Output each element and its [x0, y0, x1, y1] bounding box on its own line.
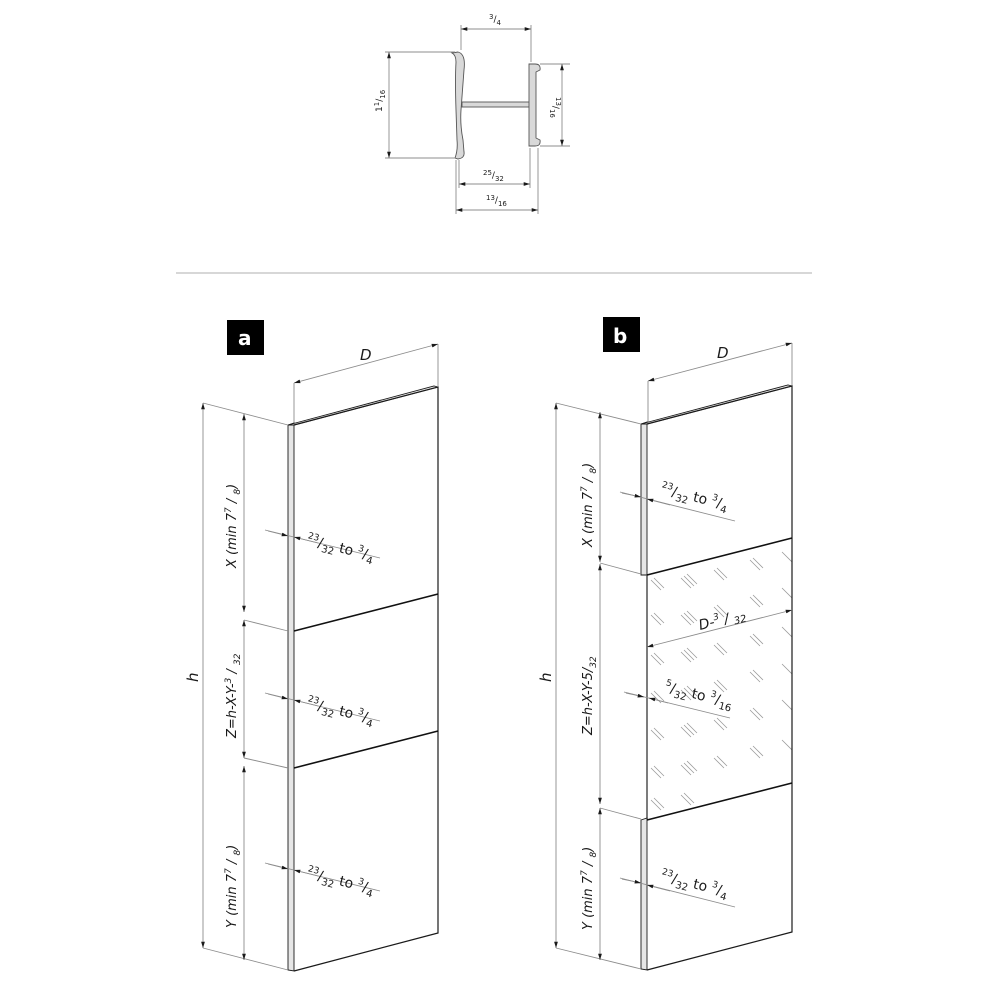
leader-arrow [621, 492, 642, 498]
leader-arrow [293, 699, 319, 707]
dim-right-height-label: 13/16 [548, 97, 562, 118]
badge-b-label: b [613, 324, 627, 348]
hatch-row [650, 626, 792, 666]
badge-a [227, 320, 264, 355]
hatch-row [650, 699, 792, 741]
thickness-z-label: 23/32 to 3/4 [304, 694, 376, 730]
thickness-callout-z: 23/32 to 3/4 [264, 692, 381, 730]
section-z-label: Z=h-X-Y-3 / 32 [224, 653, 243, 739]
panel-edge-strip [287, 422, 295, 972]
panel-face-outline [293, 386, 439, 972]
extension-line [202, 947, 289, 971]
seam-upper [646, 537, 793, 576]
hatch-row [650, 663, 792, 704]
extension-line [555, 947, 642, 970]
thickness-callout-y: 23/32 to 3/4 [264, 862, 381, 900]
thickness-z-label: 5/32 to 3/16 [662, 678, 734, 714]
extension-line [599, 562, 642, 575]
thickness-x-label: 23/32 to 3/4 [304, 531, 376, 567]
badge-a-label: a [238, 326, 252, 350]
dim-glass-depth [646, 609, 793, 648]
dim-overall-width-label: 13/16 [486, 194, 507, 208]
profile-right-flange [528, 63, 541, 147]
thickness-x-label: 23/32 to 3/4 [658, 480, 730, 516]
section-y-label: Y (min 77 / 8) [224, 845, 243, 928]
profile-left-flange [450, 51, 465, 160]
extension-line [202, 402, 289, 426]
height-label: h [537, 672, 555, 682]
thickness-callout-x: 23/32 to 3/4 [264, 529, 381, 567]
panel-top-edge [640, 384, 793, 425]
panel-top-edge [287, 385, 439, 426]
seam-upper [293, 593, 439, 632]
hatch-row [650, 792, 695, 811]
h-profile-section: 3/4 11/16 13/16 25/32 13/16 [373, 13, 570, 214]
panel-edge-strip-bottom [640, 817, 648, 971]
profile-web [461, 101, 533, 108]
hatch-row [650, 739, 792, 779]
depth-label: D [360, 346, 372, 364]
thickness-callout-y: 23/32 to 3/4 [619, 867, 736, 908]
dim-depth [293, 343, 439, 384]
leader-arrow [646, 498, 671, 506]
leader-arrow [293, 536, 319, 544]
depth-label: D [717, 344, 729, 362]
leader-arrow [646, 884, 671, 892]
leader-arrow [621, 878, 642, 884]
dim-depth [647, 342, 793, 382]
extension-line [243, 757, 289, 769]
hatch-row [650, 551, 792, 591]
section-z-label: Z=h-X-Y-5/32 [581, 656, 599, 736]
seam-lower [646, 782, 793, 821]
diagram-b: b D [537, 317, 793, 971]
diagram-a: a D h X (min 77 / 8) Z=h-X-Y-3 / 32 Y (m… [184, 320, 439, 972]
dim-inner-width-label: 25/32 [483, 169, 504, 183]
extension-line [555, 402, 642, 425]
extension-line [243, 619, 289, 632]
thickness-callout-x: 23/32 to 3/4 [619, 480, 736, 522]
seam-lower [293, 730, 439, 769]
thickness-y-label: 23/32 to 3/4 [304, 864, 376, 900]
section-x-label: X (min 77 / 8) [580, 463, 599, 548]
section-x-label: X (min 77 / 8) [224, 484, 243, 569]
dim-top-width-label: 3/4 [489, 13, 502, 27]
thickness-y-label: 23/32 to 3/4 [658, 867, 730, 903]
leader-arrow [625, 692, 645, 698]
leader-arrow [267, 863, 289, 870]
leader-arrow [293, 869, 319, 877]
thickness-callout-z: 5/32 to 3/16 [623, 678, 734, 719]
leader-arrow [267, 693, 289, 700]
leader-arrow [267, 530, 289, 537]
panel-face-outline [646, 385, 793, 971]
badge-b [603, 317, 640, 352]
leader-arrow [648, 697, 669, 704]
height-label: h [184, 672, 202, 682]
dim-left-height-label: 11/16 [373, 89, 387, 112]
extension-line [599, 807, 642, 820]
section-y-label: Y (min 77 / 8) [580, 847, 599, 930]
